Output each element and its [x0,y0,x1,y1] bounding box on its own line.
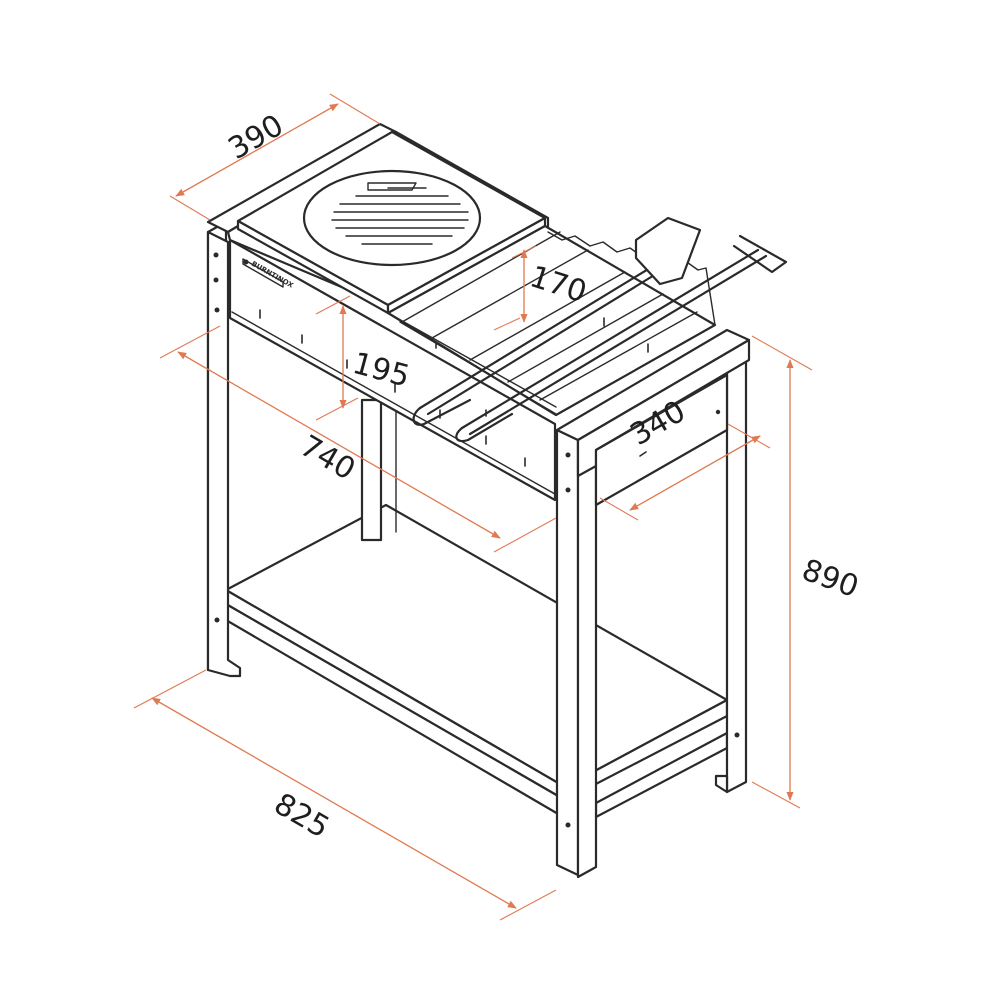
top-plate [236,130,547,315]
lower-shelf [224,503,729,820]
barbecue-frame: BURNTINOX [206,122,788,879]
dimension-label-825: 825 [268,787,335,846]
dimension-label-740: 740 [294,429,361,488]
dimension-label-890: 890 [797,553,863,605]
round-grate [302,169,482,267]
dimension-label-390: 390 [223,108,290,167]
dimension-890: 890 [751,335,863,809]
front-right-leg [555,428,598,879]
